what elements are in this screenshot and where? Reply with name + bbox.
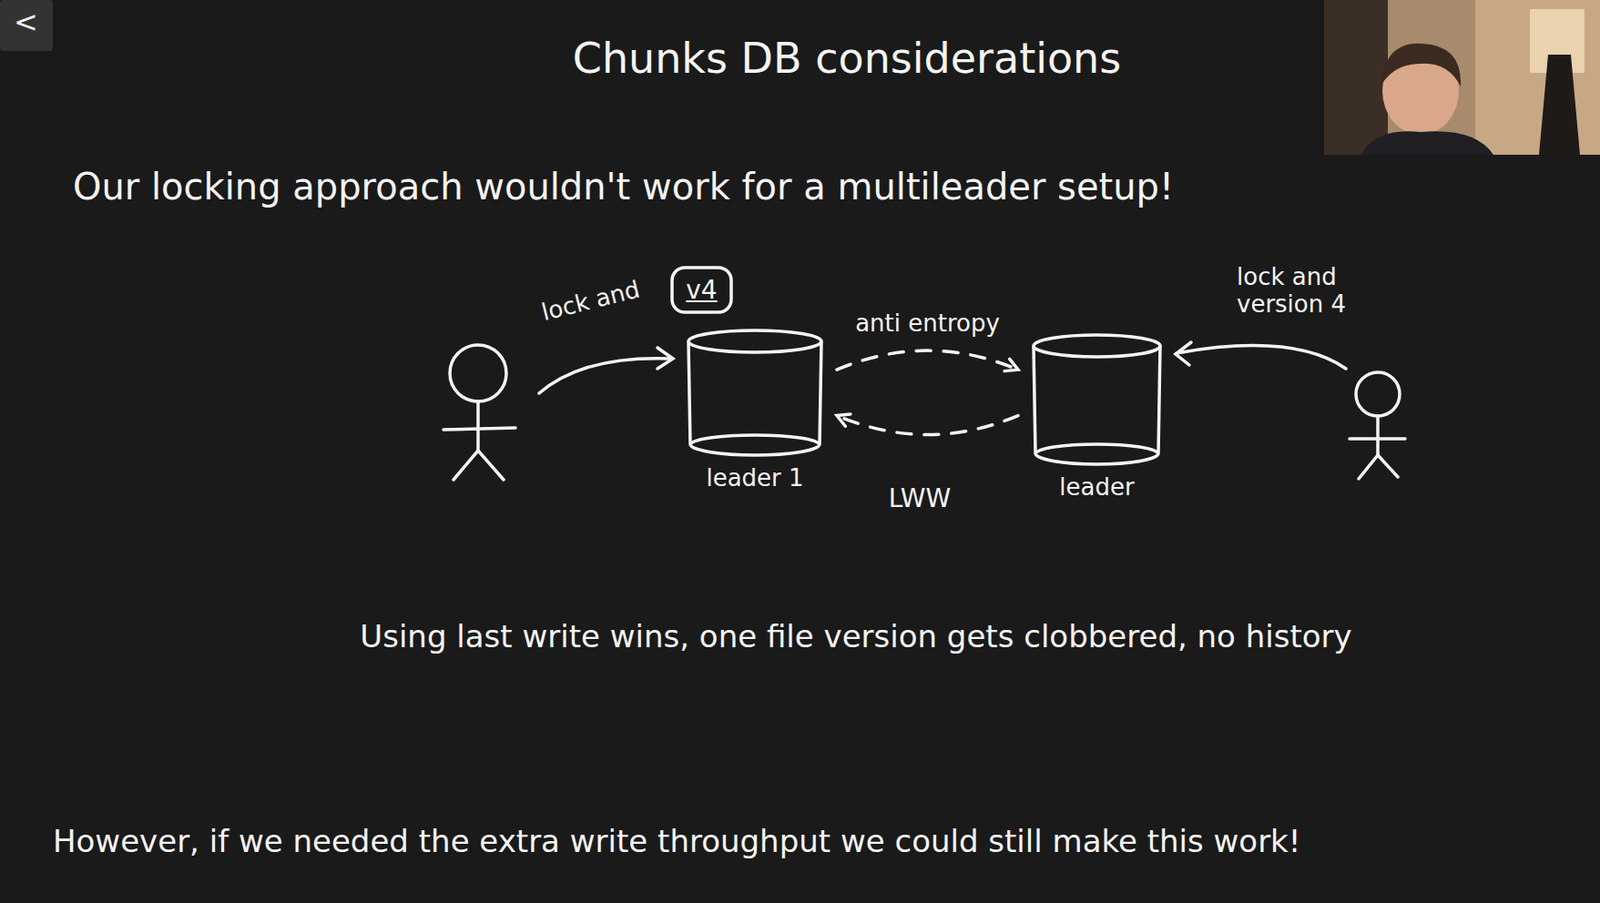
database-label: leader 1 <box>705 464 804 492</box>
database-cylinder: leader 1 <box>685 328 825 458</box>
figure-leg <box>1377 455 1398 478</box>
cylinder-outline <box>685 328 825 458</box>
database-label: leader <box>1059 473 1134 501</box>
figure-leg <box>478 450 504 480</box>
request-arrow-right <box>1175 342 1346 369</box>
cylinder-rim <box>691 435 819 445</box>
connector-arc <box>836 350 1019 370</box>
note-text: < <box>13 5 39 40</box>
version-label: v4 <box>685 275 718 306</box>
figure-body <box>476 401 480 451</box>
arrow-line <box>1176 346 1346 369</box>
connector-label: anti entropy <box>855 310 1000 338</box>
title: Chunks DB considerations <box>572 34 1122 83</box>
box-border <box>672 267 732 313</box>
arrow-line <box>539 358 673 394</box>
webcam-hair <box>1380 43 1461 87</box>
note-text: However, if we needed the extra write th… <box>52 824 1301 860</box>
arrow-head <box>657 347 673 369</box>
cylinder-top <box>1033 335 1161 357</box>
arrow-head <box>836 414 851 427</box>
cylinder-outline <box>1030 333 1163 467</box>
version-box: v4 <box>670 265 734 315</box>
request-arrow-left <box>539 347 673 394</box>
webcam-chair <box>1538 54 1580 155</box>
stick-figure-right <box>1349 372 1406 479</box>
figure-leg <box>1358 455 1378 479</box>
note-text: lock and <box>539 275 643 327</box>
webcam-wall <box>1475 0 1600 155</box>
sync-connector <box>836 350 1019 435</box>
stick-figure-left <box>443 345 516 480</box>
back-button <box>0 0 53 51</box>
connector-arc <box>836 416 1019 436</box>
webcam-cabinet <box>1324 0 1388 155</box>
database-cylinder: leader <box>1030 333 1163 467</box>
figure-arms <box>443 428 516 430</box>
webcam-thumbnail <box>1324 0 1600 155</box>
arrow-head <box>1004 358 1019 371</box>
cylinder-rim <box>1036 444 1158 454</box>
figure-leg <box>453 450 479 480</box>
webcam-frame <box>1324 0 1600 155</box>
webcam-shoulders <box>1361 131 1494 155</box>
note-text: lock and version 4 <box>1236 264 1374 319</box>
note-text: Using last write wins, one file version … <box>359 619 1352 655</box>
figure-head <box>449 345 507 402</box>
figure-arms <box>1349 437 1406 441</box>
figure-body <box>1375 416 1380 456</box>
note-text: Our locking approach wouldn't work for a… <box>72 165 1174 208</box>
arrow-head <box>1175 342 1192 366</box>
note-text: LWW <box>888 484 951 514</box>
cylinder-body <box>688 341 822 456</box>
figure-head <box>1355 372 1400 417</box>
cylinder-top <box>688 330 822 353</box>
cylinder-body <box>1033 346 1161 465</box>
